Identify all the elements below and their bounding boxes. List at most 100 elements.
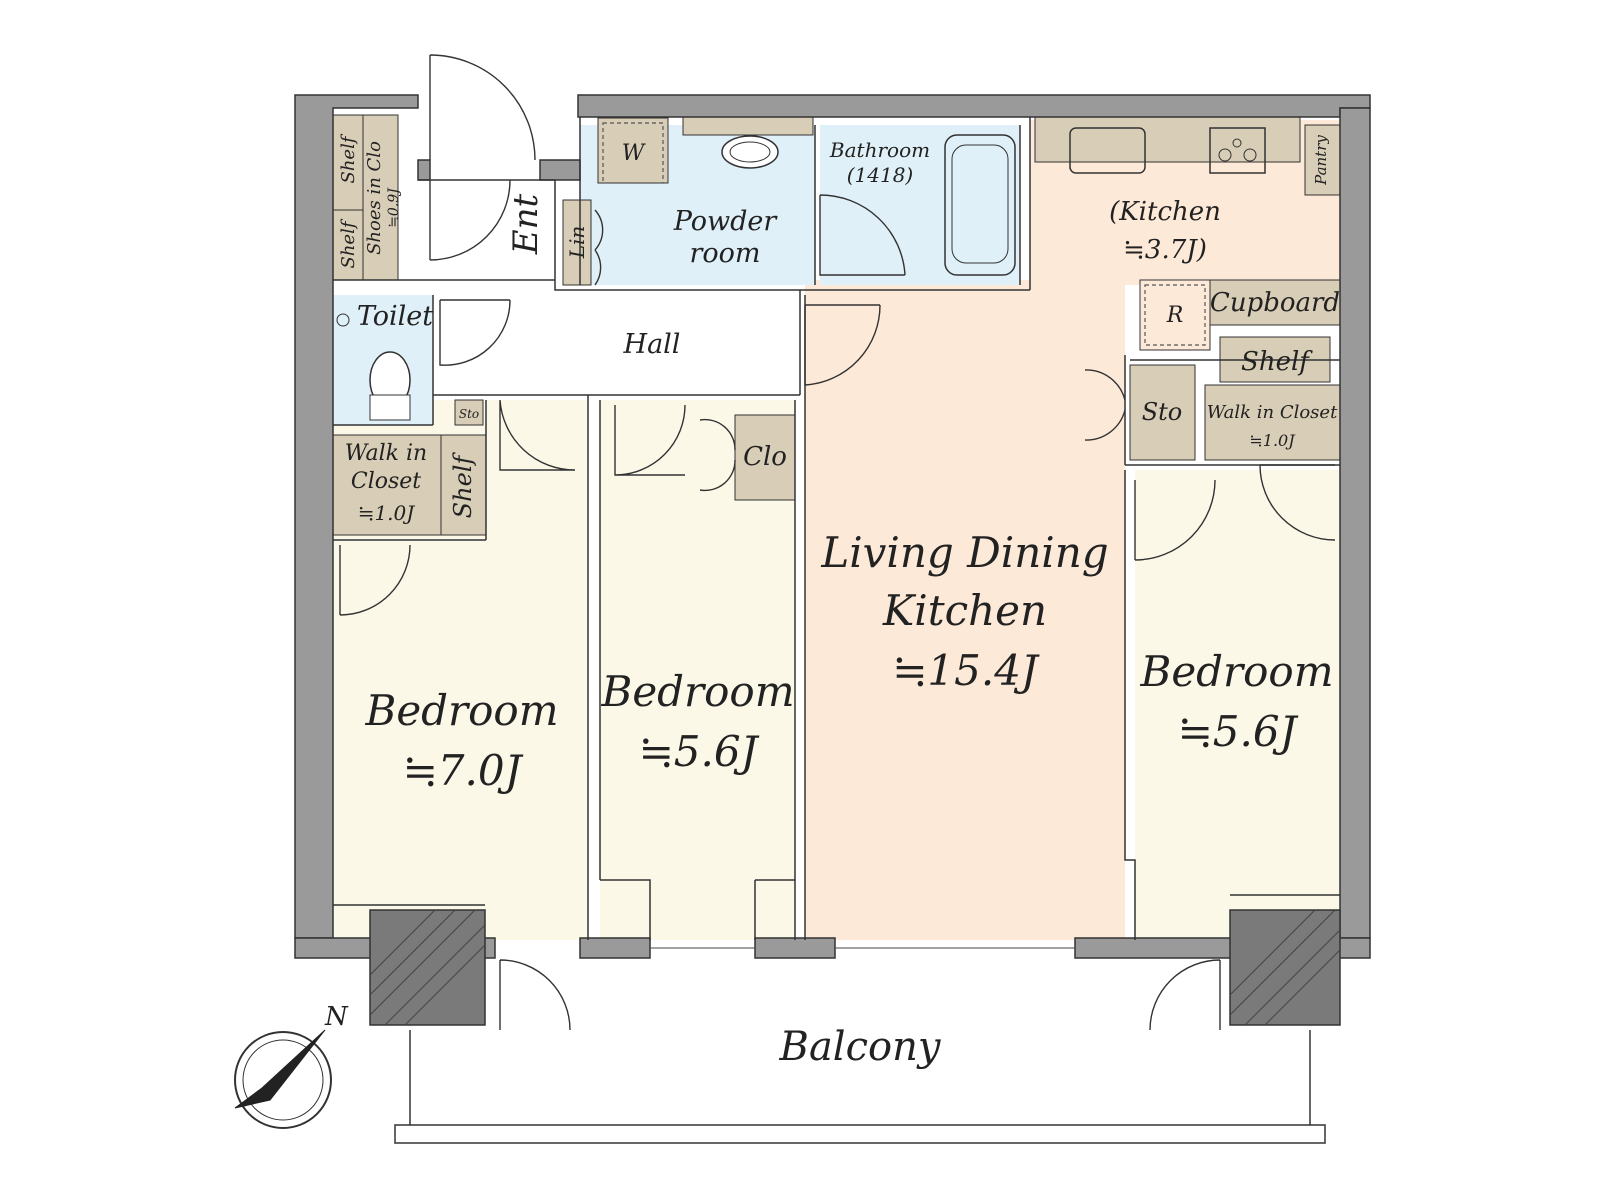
compass-north-label: N bbox=[324, 1002, 349, 1032]
bedroom-right-area: ≒5.6J bbox=[1178, 707, 1299, 756]
powder-label-line2: room bbox=[689, 238, 760, 269]
lin-door[interactable] bbox=[594, 209, 604, 286]
hall-door-toilet[interactable] bbox=[439, 299, 511, 366]
bottom-wall-mid bbox=[579, 937, 651, 959]
shelf-top-box bbox=[332, 114, 364, 211]
toilet-paper-icon bbox=[336, 313, 350, 327]
w-dash bbox=[602, 122, 664, 184]
shelf-top-label: Shelf bbox=[338, 133, 359, 183]
kitchen-sink bbox=[1069, 127, 1146, 174]
wic-left-line2: Closet bbox=[351, 469, 421, 494]
bedroom-mid-area: ≒5.6J bbox=[639, 727, 760, 776]
bedroom-right-name: Bedroom bbox=[1139, 647, 1333, 696]
washbasin bbox=[721, 135, 779, 169]
shelf-bottom-box bbox=[332, 209, 364, 281]
wic-right-area: ≒1.0J bbox=[1249, 431, 1296, 450]
balcony-rail-bar bbox=[394, 1124, 1326, 1144]
bottom-wall-mid2 bbox=[754, 937, 836, 959]
ldk-door[interactable] bbox=[804, 304, 881, 386]
stove-burner-3 bbox=[1232, 138, 1242, 148]
ent-label: Ent bbox=[506, 193, 546, 255]
hall-label: Hall bbox=[623, 329, 681, 360]
entry-wall-stub bbox=[417, 159, 431, 181]
bathtub bbox=[944, 134, 1016, 276]
bathtub-inner bbox=[951, 144, 1009, 264]
bedroom-right-door[interactable] bbox=[1134, 479, 1216, 561]
sto-right-label: Sto bbox=[1142, 398, 1183, 426]
shoes-label: Shoes in Clo bbox=[364, 141, 385, 255]
washbasin-inner bbox=[729, 141, 771, 163]
lin-box bbox=[562, 199, 592, 286]
clo-door[interactable] bbox=[699, 418, 736, 492]
bedroom-left-area: ≒7.0J bbox=[403, 746, 524, 795]
interior-lines bbox=[333, 117, 1340, 940]
compass-ring-inner bbox=[242, 1039, 324, 1121]
shelf-left-label: Shelf bbox=[449, 452, 477, 519]
bathroom-label-line1: Bathroom bbox=[829, 138, 930, 162]
stove-burner-2 bbox=[1243, 148, 1257, 162]
stove bbox=[1209, 127, 1266, 174]
counter-top bbox=[1034, 116, 1301, 163]
lin-label: Lin bbox=[565, 226, 589, 260]
r-label: R bbox=[1166, 303, 1184, 328]
stove-burner-1 bbox=[1218, 148, 1232, 162]
wic-right-label: Walk in Closet bbox=[1207, 402, 1338, 423]
ldk-name-line2: Kitchen bbox=[882, 586, 1047, 635]
sto-small-label: Sto bbox=[459, 407, 479, 421]
bedroom-left-floor bbox=[333, 540, 588, 940]
column-right-hatch bbox=[1229, 909, 1341, 1026]
vanity-top bbox=[682, 116, 814, 136]
shelf-left-box bbox=[440, 434, 487, 536]
wic-left-door[interactable] bbox=[339, 544, 411, 616]
column-left-hatch bbox=[369, 909, 486, 1026]
pantry-box bbox=[1304, 124, 1341, 196]
ldk-area: ≒15.4J bbox=[892, 646, 1040, 695]
bedroom-left-door[interactable] bbox=[499, 399, 576, 471]
shelf-right-label: Shelf bbox=[1241, 347, 1313, 377]
toilet-tank bbox=[369, 394, 411, 421]
shoes-area-label: ≒0.9J bbox=[386, 187, 402, 228]
r-dash bbox=[1144, 284, 1206, 346]
pantry-label: Pantry bbox=[1312, 135, 1330, 186]
outer-wall-top-right bbox=[577, 94, 1371, 118]
bedroom-mid-door[interactable] bbox=[614, 404, 686, 476]
wic-left-line1: Walk in bbox=[345, 441, 427, 466]
column-left bbox=[369, 909, 486, 1026]
sto-right-box bbox=[1129, 364, 1196, 461]
bathroom-label-line2: (1418) bbox=[847, 163, 914, 187]
wic-right-box bbox=[1204, 384, 1341, 461]
bedroom-left-name: Bedroom bbox=[364, 686, 558, 735]
w-box bbox=[597, 117, 669, 184]
clo-box bbox=[734, 414, 796, 501]
balcony-railing bbox=[409, 1030, 1311, 1125]
hall-floor bbox=[440, 295, 800, 395]
ldk-name-line1: Living Dining bbox=[820, 528, 1108, 577]
ldk-floor bbox=[805, 280, 1125, 940]
entrance-door[interactable] bbox=[429, 54, 536, 161]
balcony-door-left[interactable] bbox=[499, 959, 571, 1031]
w-label: W bbox=[622, 141, 647, 166]
bathroom-door[interactable] bbox=[819, 194, 906, 276]
sto-right-door[interactable] bbox=[1084, 369, 1126, 441]
compass-ring bbox=[234, 1031, 332, 1129]
shelf-bottom-label: Shelf bbox=[338, 218, 359, 268]
balcony-door-right[interactable] bbox=[1149, 959, 1221, 1031]
entry-wall-stub-2 bbox=[539, 159, 581, 181]
compass-needle bbox=[234, 1029, 326, 1109]
column-right bbox=[1229, 909, 1341, 1026]
ent-door[interactable] bbox=[429, 179, 511, 261]
r-box bbox=[1139, 279, 1211, 351]
balcony-label: Balcony bbox=[779, 1024, 942, 1070]
kitchen-label-line1: (Kitchen bbox=[1109, 197, 1221, 227]
clo-label: Clo bbox=[743, 442, 787, 472]
bedroom-mid-name: Bedroom bbox=[600, 667, 794, 716]
powder-label-line1: Powder bbox=[673, 206, 779, 237]
sto-small-box bbox=[454, 399, 484, 426]
cupboard-box bbox=[1209, 279, 1341, 326]
kitchen-label-line2: ≒3.7J) bbox=[1123, 235, 1207, 265]
toilet-label: Toilet bbox=[357, 301, 433, 332]
outer-wall-right bbox=[1339, 107, 1371, 939]
wic-right-door[interactable] bbox=[1259, 464, 1336, 541]
cupboard-label: Cupboard bbox=[1210, 288, 1340, 318]
